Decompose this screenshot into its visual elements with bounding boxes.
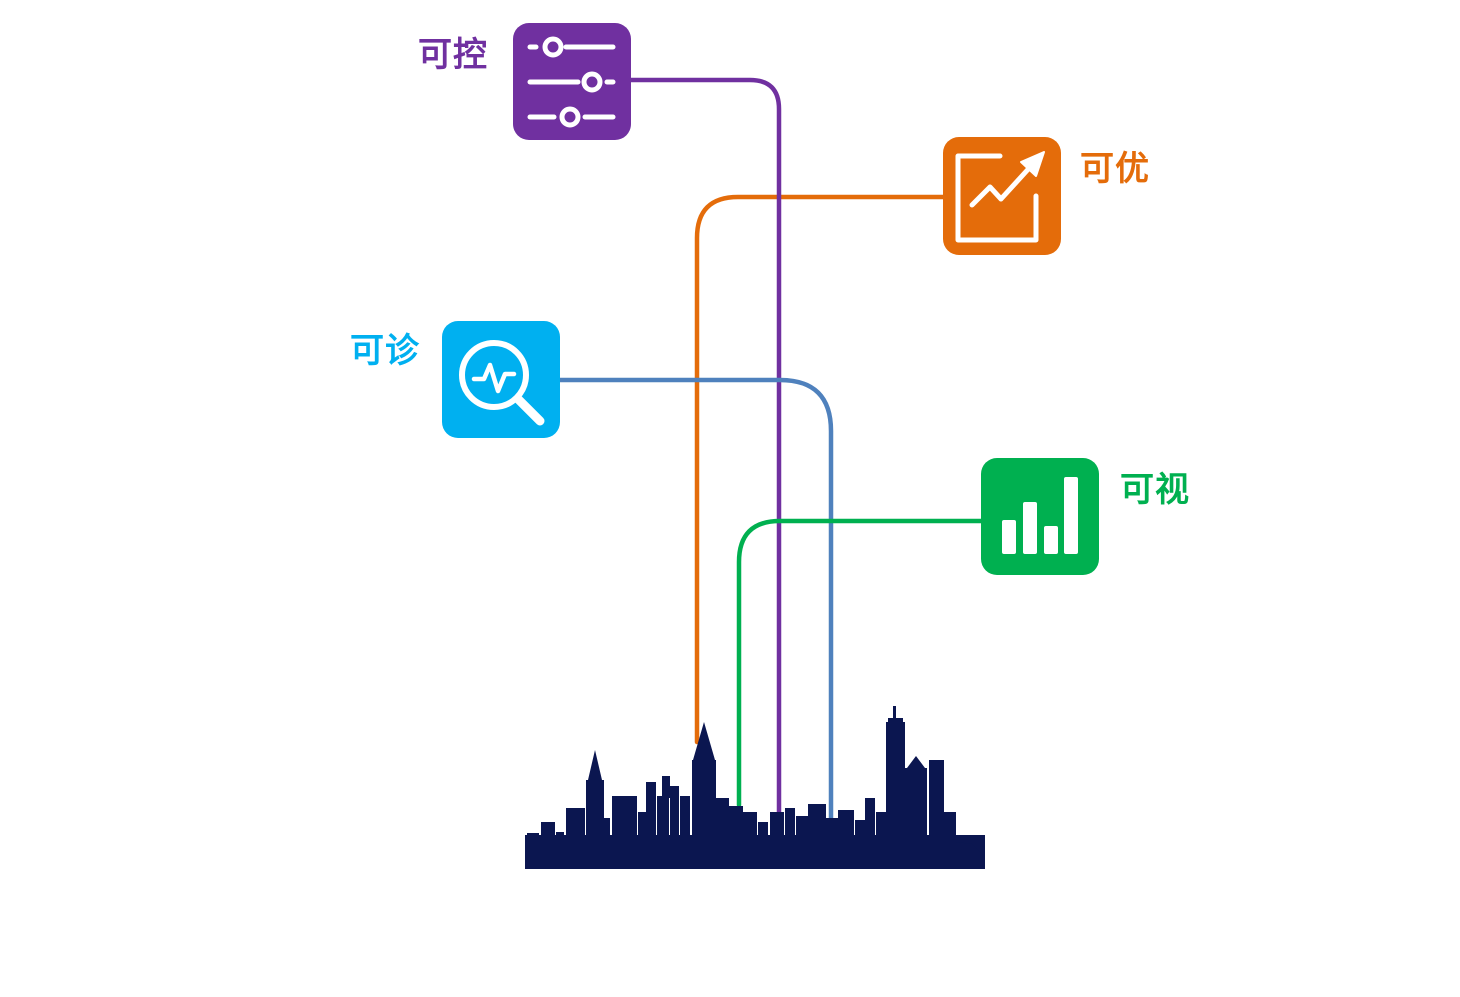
- label-optimize: 可优: [1080, 149, 1150, 189]
- node-visual: [981, 458, 1099, 575]
- node-control: [513, 23, 631, 140]
- connector-optimize: [694, 194, 947, 745]
- connector-visual: [736, 518, 985, 808]
- node-visual-box: [981, 458, 1099, 575]
- bar-chart-icon: [1002, 477, 1078, 554]
- city-skyline-icon: [525, 706, 985, 869]
- node-diagnose: [442, 321, 560, 438]
- search-pulse-icon: [459, 340, 545, 426]
- label-visual: 可视: [1120, 470, 1190, 510]
- label-control: 可控: [418, 35, 488, 75]
- sliders-icon: [527, 36, 616, 128]
- label-diagnose: 可诊: [350, 331, 420, 371]
- trend-up-icon: [955, 151, 1045, 243]
- connector-diagnose: [557, 377, 834, 835]
- connector-control: [627, 77, 782, 823]
- node-optimize: [943, 137, 1061, 255]
